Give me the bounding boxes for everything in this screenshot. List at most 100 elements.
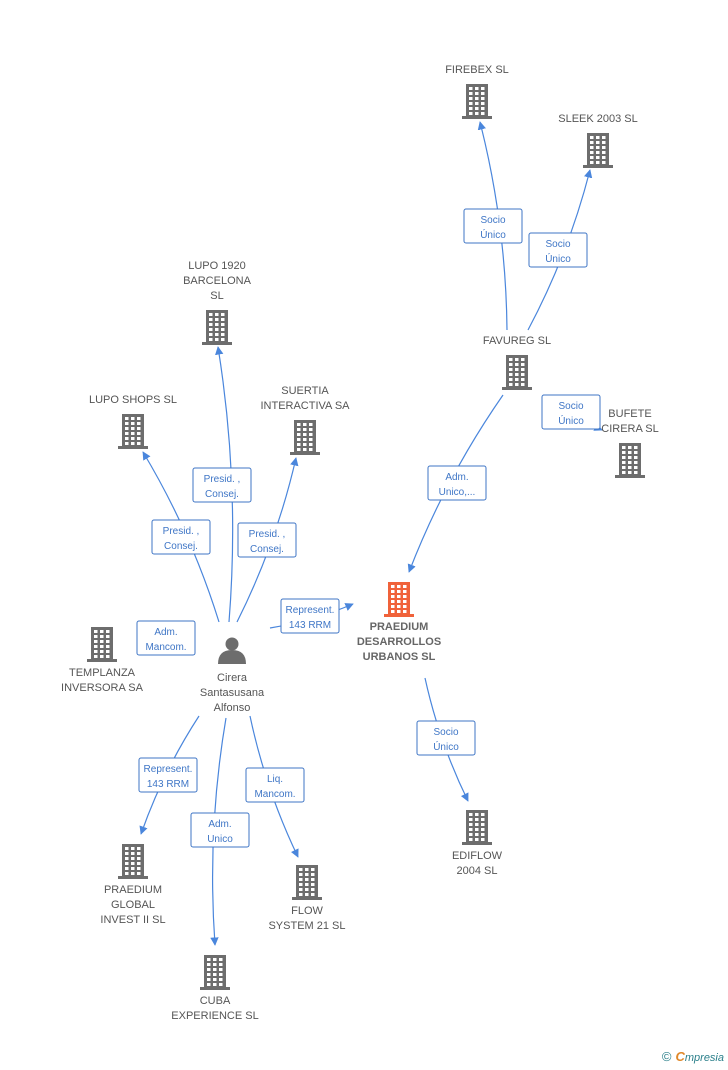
node-label: BARCELONA — [183, 275, 252, 287]
node-label: BUFETE — [608, 408, 651, 420]
edge-label-box — [192, 467, 252, 503]
edge-label-box — [136, 620, 196, 656]
building-icon — [118, 844, 148, 879]
edge-label-line: Consej. — [164, 541, 198, 552]
edge-label-line: Mancom. — [145, 642, 186, 653]
footer-brand[interactable]: ©Cmpresia — [662, 1049, 724, 1064]
edge-label-line: Único — [558, 414, 584, 427]
node-label: CIRERA SL — [601, 423, 658, 435]
edge-label-line: Consej. — [250, 544, 284, 555]
node-label: SL — [210, 290, 223, 302]
brand-name: mpresia — [684, 1052, 724, 1064]
edge-label-line: 143 RRM — [289, 620, 331, 631]
edge-label-line: Consej. — [205, 489, 239, 500]
edge-label-cirera-to-lupoShops[interactable]: Presid. , Consej. — [151, 519, 211, 555]
node-praedium[interactable]: PRAEDIUM DESARROLLOS URBANOS SL — [357, 582, 441, 663]
node-lupoShops[interactable]: LUPO SHOPS SL — [89, 394, 177, 449]
edge-label-cirera-to-praedium[interactable]: Represent. 143 RRM — [280, 598, 340, 634]
building-icon — [384, 582, 414, 617]
node-sleek[interactable]: SLEEK 2003 SL — [558, 113, 638, 168]
edge-label-line: Socio — [558, 401, 583, 412]
building-icon — [502, 355, 532, 390]
building-icon — [583, 133, 613, 168]
node-label: Alfonso — [214, 702, 251, 714]
edge-label-box — [190, 812, 250, 848]
edge-label-line: Único — [545, 252, 571, 265]
edge-label-favureg-to-praedium[interactable]: Adm.Unico,... — [427, 465, 487, 501]
building-icon — [615, 443, 645, 478]
edge-label-cirera-to-praediumGlobal[interactable]: Represent.143 RRM — [138, 757, 198, 793]
building-icon — [290, 420, 320, 455]
edge-label-box — [528, 232, 588, 268]
building-icon — [118, 414, 148, 449]
node-label: INTERACTIVA SA — [260, 400, 350, 412]
node-favureg[interactable]: FAVUREG SL — [483, 335, 551, 390]
edge-label-box — [463, 208, 523, 244]
node-label: LUPO 1920 — [188, 260, 245, 272]
edge-labels-layer: SocioÚnicoSocioÚnicoSocioÚnicoAdm.Unico,… — [136, 208, 601, 848]
building-icon — [202, 310, 232, 345]
edge-label-cirera-to-lupo1920[interactable]: Presid. , Consej. — [192, 467, 252, 503]
edge-label-line: Unico — [207, 834, 233, 845]
node-label: PRAEDIUM — [104, 884, 162, 896]
building-icon — [292, 865, 322, 900]
person-icon — [218, 637, 246, 664]
node-label: FLOW — [291, 905, 323, 917]
brand-initial: C — [675, 1049, 685, 1064]
edge-label-line: Mancom. — [254, 789, 295, 800]
edge-label-cirera-to-suertia[interactable]: Presid. ,Consej. — [237, 522, 297, 558]
node-label: LUPO SHOPS SL — [89, 394, 177, 406]
edge-label-line: Represent. — [144, 764, 193, 775]
edge-label-box — [541, 394, 601, 430]
edge-label-cirera-to-templanza[interactable]: Adm. Mancom. — [136, 620, 196, 656]
node-label: URBANOS SL — [363, 651, 436, 663]
edge-label-line: Socio — [433, 727, 458, 738]
edge-label-line: Represent. — [286, 605, 335, 616]
node-label: Santasusana — [200, 687, 265, 699]
edge-label-line: Liq. — [267, 774, 283, 785]
node-label: DESARROLLOS — [357, 636, 441, 648]
building-icon — [200, 955, 230, 990]
edge-label-line: Presid. , — [163, 526, 200, 537]
edge-label-line: Socio — [480, 215, 505, 226]
node-label: GLOBAL — [111, 899, 155, 911]
edge-label-line: Único — [433, 740, 459, 753]
node-label: FAVUREG SL — [483, 335, 551, 347]
edge-label-box — [280, 598, 340, 634]
edge-label-box — [138, 757, 198, 793]
edge-label-box — [245, 767, 305, 803]
edge-label-cirera-to-cuba[interactable]: Adm. Unico — [190, 812, 250, 848]
edge-label-line: Adm. — [445, 472, 468, 483]
node-label: EDIFLOW — [452, 850, 503, 862]
node-label: SLEEK 2003 SL — [558, 113, 638, 125]
edge-label-line: Adm. — [154, 627, 177, 638]
node-label: EXPERIENCE SL — [171, 1010, 258, 1022]
edge-label-line: Adm. — [208, 819, 231, 830]
building-icon — [87, 627, 117, 662]
building-icon — [462, 810, 492, 845]
edge-label-line: Único — [480, 228, 506, 241]
node-label: TEMPLANZA — [69, 667, 136, 679]
edge-label-cirera-to-flow[interactable]: Liq. Mancom. — [245, 767, 305, 803]
node-firebex[interactable]: FIREBEX SL — [445, 64, 509, 119]
nodes-layer: FIREBEX SL SLEEK 2003 SL FAVUREG SL BUFETE C… — [61, 64, 659, 1022]
node-label: FIREBEX SL — [445, 64, 509, 76]
node-label: Cirera — [217, 672, 248, 684]
node-label: PRAEDIUM — [370, 621, 429, 633]
edge-label-line: Presid. , — [204, 474, 241, 485]
building-icon — [462, 84, 492, 119]
node-bufete[interactable]: BUFETE CIRERA SL — [601, 408, 659, 478]
